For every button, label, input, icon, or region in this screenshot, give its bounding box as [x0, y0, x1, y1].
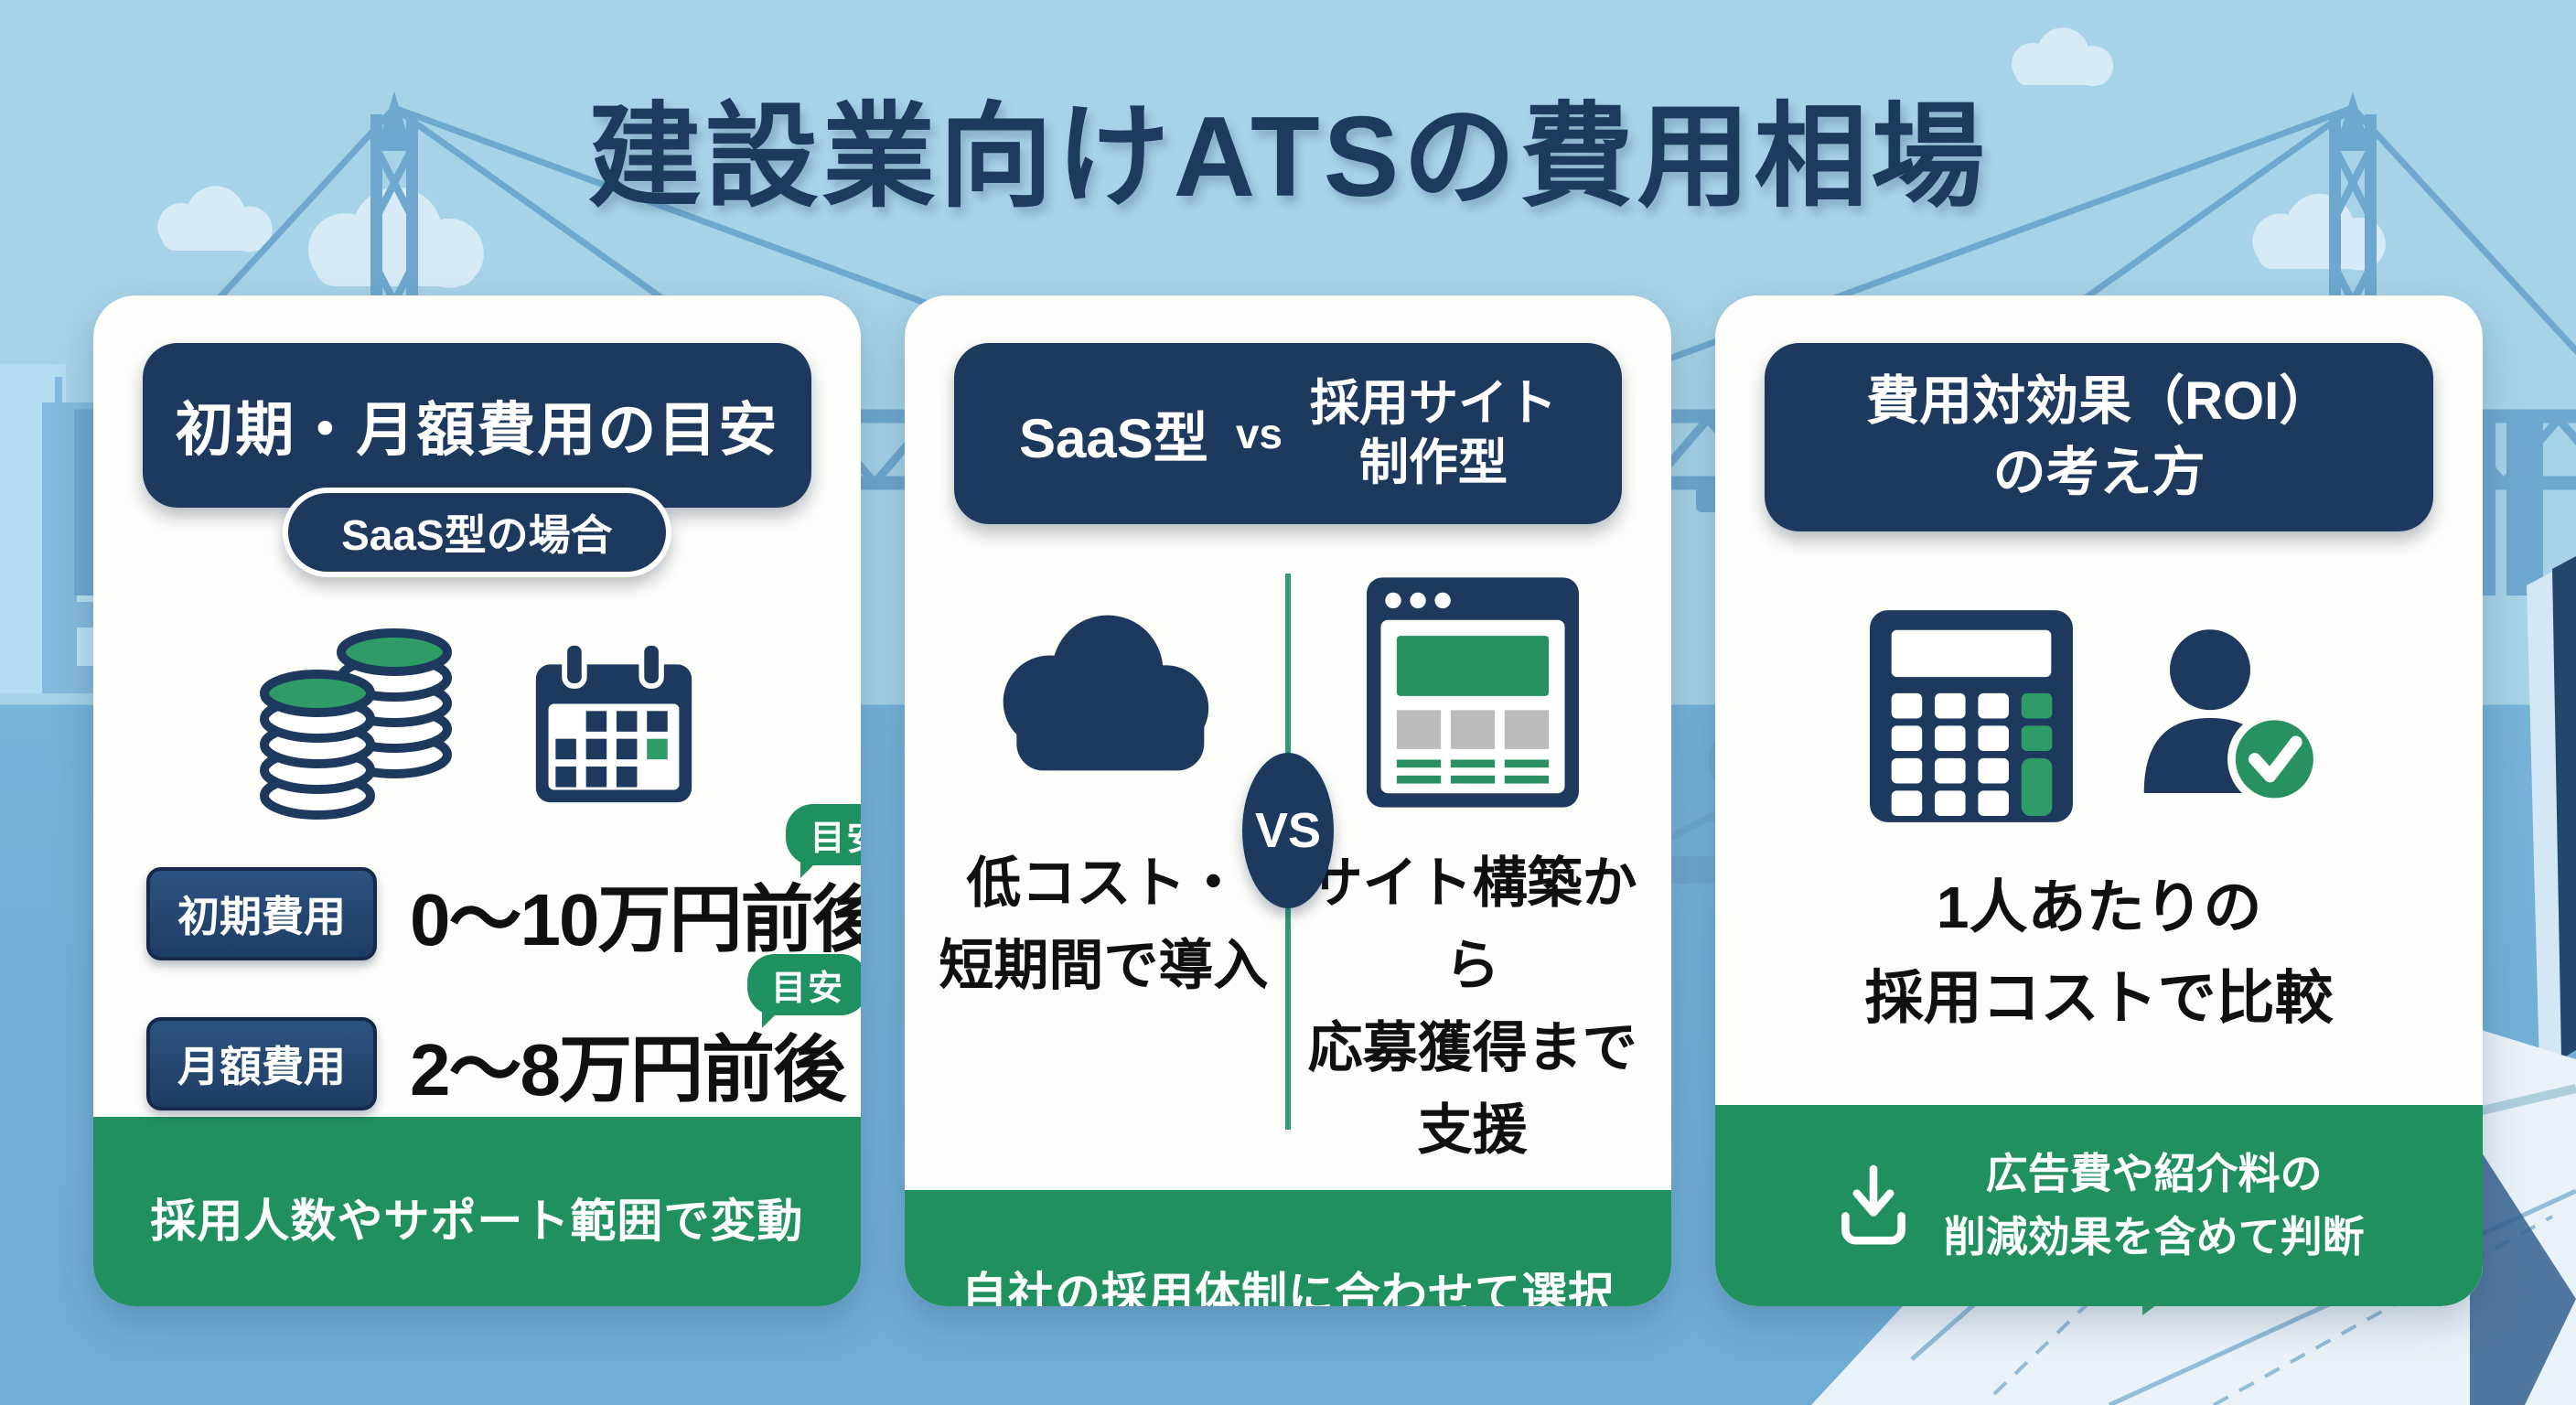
comparison-footer-label: 自社の採用体制に合わせて選択 — [961, 1269, 1615, 1306]
pricing-footer: 採用人数やサポート範囲で変動 — [93, 1117, 861, 1306]
initial-cost-value-text: 0〜10万円前後 — [410, 879, 861, 960]
card-roi: 費用対効果（ROI） の考え方 — [1715, 295, 2484, 1306]
pricing-footer-label: 採用人数やサポート範囲で変動 — [150, 1196, 804, 1247]
monthly-cost-badge: 月額費用 — [146, 1017, 377, 1110]
site-column: サイト構築から 応募獲得まで 支援 — [1288, 559, 1657, 1172]
monthly-cost-value-text: 2〜8万円前後 — [410, 1029, 846, 1110]
cloud-icon — [1003, 615, 1209, 770]
comparison-header-right-line1: 採用サイト — [1309, 376, 1557, 432]
site-benefit-line3: 支援 — [1417, 1099, 1528, 1161]
site-benefit-line2: 応募獲得まで — [1307, 1017, 1637, 1078]
calendar-icon — [535, 639, 692, 803]
site-benefit-line1: サイト構築から — [1307, 853, 1637, 996]
pricing-body: 初期費用 0〜10万円前後 目安 月額費用 2〜8万円前後 目安 — [93, 577, 861, 1117]
saas-benefit-text: 低コスト・ 短期間で導入 — [939, 842, 1268, 1007]
calculator-icon — [1870, 610, 2074, 822]
saas-icon-slot — [972, 559, 1234, 826]
comparison-header: SaaS型 vs 採用サイト 制作型 — [953, 343, 1623, 524]
page-title: 建設業向けATSの費用相場 — [587, 94, 1989, 220]
roi-header-line1: 費用対効果（ROI） — [1866, 370, 2333, 431]
roi-description: 1人あたりの 採用コストで比較 — [1865, 863, 2334, 1044]
site-icon-slot — [1366, 559, 1579, 826]
roi-body: 1人あたりの 採用コストで比較 — [1715, 531, 2483, 1105]
roi-description-line2: 採用コストで比較 — [1864, 965, 2334, 1032]
initial-cost-badge: 初期費用 — [146, 867, 377, 960]
roi-header-line2: の考え方 — [1992, 443, 2206, 502]
price-row-monthly: 月額費用 2〜8万円前後 目安 — [146, 954, 861, 1117]
comparison-header-right: 採用サイト 制作型 — [1310, 374, 1557, 493]
comparison-body: 低コスト・ 短期間で導入 — [905, 524, 1672, 1190]
saas-column: 低コスト・ 短期間で導入 — [919, 559, 1288, 1172]
saas-benefit-line1: 低コスト・ — [966, 853, 1241, 914]
pricing-icons — [255, 608, 699, 828]
site-benefit-text: サイト構築から 応募獲得まで 支援 — [1288, 842, 1657, 1172]
price-row-initial: 初期費用 0〜10万円前後 目安 — [146, 804, 861, 967]
initial-cost-value: 0〜10万円前後 目安 — [410, 804, 861, 967]
roi-description-line1: 1人あたりの — [1936, 874, 2262, 940]
comparison-header-left: SaaS型 — [1019, 407, 1208, 469]
cards-row: 初期・月額費用の目安 SaaS型の場合 — [93, 295, 2484, 1306]
roi-footer-text: 広告費や紹介料の 削減効果を含めて判断 — [1944, 1142, 2365, 1269]
monthly-cost-value: 2〜8万円前後 目安 — [410, 954, 861, 1117]
roi-header: 費用対効果（ROI） の考え方 — [1765, 343, 2434, 531]
vs-badge: VS — [1242, 752, 1334, 908]
price-rows: 初期費用 0〜10万円前後 目安 月額費用 2〜8万円前後 目安 — [93, 804, 861, 1117]
card-comparison: SaaS型 vs 採用サイト 制作型 — [904, 295, 1672, 1306]
pricing-header: 初期・月額費用の目安 — [143, 343, 811, 508]
browser-icon — [1366, 577, 1579, 808]
coins-icon — [259, 628, 452, 820]
saas-case-badge: SaaS型の場合 — [283, 488, 671, 577]
comparison-header-vs: vs — [1235, 410, 1283, 457]
roi-icons — [1870, 610, 2328, 822]
person-check-icon — [2143, 628, 2322, 806]
download-icon — [1841, 1164, 1905, 1245]
comparison-header-right-line2: 制作型 — [1358, 435, 1508, 490]
card-pricing: 初期・月額費用の目安 SaaS型の場合 — [93, 295, 861, 1306]
roi-footer-line1: 広告費や紹介料の — [1985, 1150, 2323, 1197]
pricing-header-label: 初期・月額費用の目安 — [175, 397, 779, 463]
guide-badge: 目安 — [746, 954, 861, 1028]
roi-footer: 広告費や紹介料の 削減効果を含めて判断 — [1715, 1105, 2484, 1306]
roi-footer-line2: 削減効果を含めて判断 — [1943, 1213, 2365, 1260]
saas-case-badge-label: SaaS型の場合 — [341, 511, 613, 559]
saas-benefit-line2: 短期間で導入 — [939, 935, 1269, 996]
comparison-footer: 自社の採用体制に合わせて選択 — [904, 1190, 1672, 1306]
guide-badge: 目安 — [786, 804, 861, 878]
